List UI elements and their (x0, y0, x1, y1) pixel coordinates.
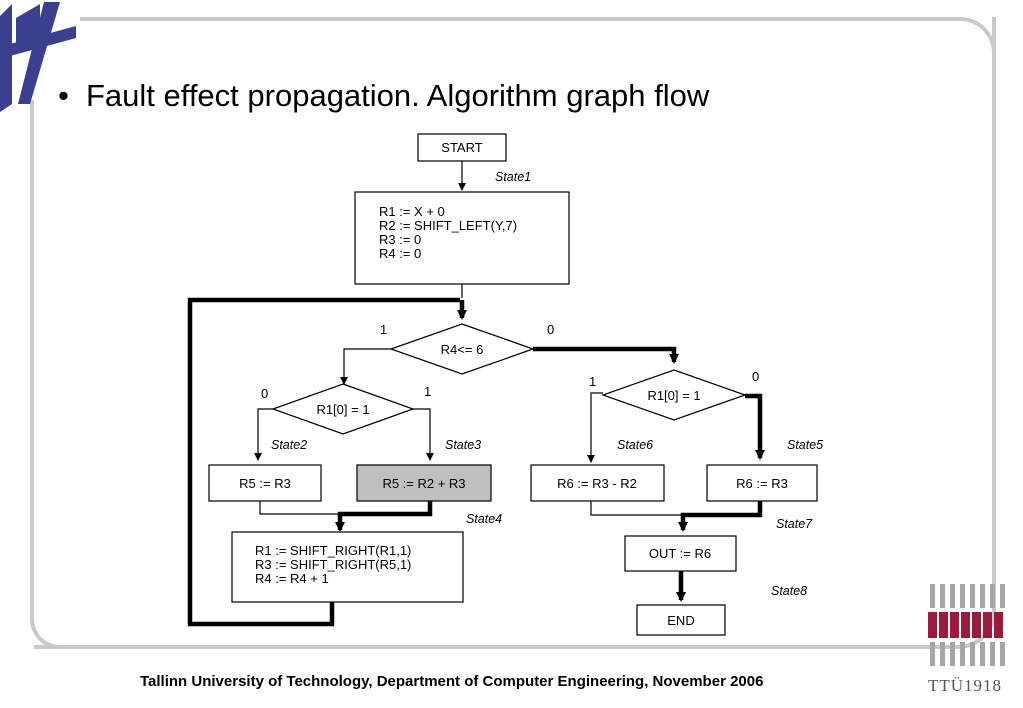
edge-r4-false (533, 346, 679, 364)
branch-right-true: 1 (589, 374, 596, 389)
edge-right-false (745, 393, 765, 460)
branch-right-false: 0 (752, 369, 759, 384)
block1-line-3: R3 := 0 (379, 232, 421, 247)
branch-r4-true: 1 (380, 322, 387, 337)
block4-line-2: R3 := SHIFT_RIGHT(R5,1) (255, 557, 411, 572)
thin-connectors (254, 161, 683, 516)
block1-line-4: R4 := 0 (379, 246, 421, 261)
slide-title: • Fault effect propagation. Algorithm gra… (58, 78, 709, 114)
edge-r5r2r3-block4 (335, 501, 433, 532)
block1-node (354, 191, 570, 285)
university-logo-icon (0, 2, 76, 112)
state4-label: State4 (466, 512, 502, 526)
slide-frame-left (30, 100, 34, 620)
thick-connectors (187, 297, 765, 627)
edge-loop-back (187, 297, 460, 627)
slide-footer: Tallinn University of Technology, Depart… (140, 673, 764, 690)
block1-line-2: R2 := SHIFT_LEFT(Y,7) (379, 218, 517, 233)
state2-label: State2 (271, 438, 307, 452)
out-label: OUT := R6 (649, 546, 711, 561)
branch-left-false: 0 (261, 386, 268, 401)
r6-r3-node (706, 464, 818, 502)
end-label: END (667, 613, 694, 628)
state5-label: State5 (787, 438, 823, 452)
r6-r3-r2-label: R6 := R3 - R2 (557, 476, 637, 491)
state1-label: State1 (495, 170, 531, 184)
state3-label: State3 (445, 438, 481, 452)
end-node (636, 604, 726, 636)
slide-frame-bottom-left (30, 600, 80, 649)
branch-r4-false: 0 (547, 322, 554, 337)
r5-r3-node (208, 464, 322, 502)
cond-r4-label: R4<= 6 (441, 342, 484, 357)
slide-title-text: Fault effect propagation. Algorithm grap… (86, 78, 710, 113)
ttu-logo-icon (928, 584, 1005, 666)
edge-r6r3r2-merge (590, 500, 683, 516)
out-node (624, 535, 737, 572)
edge-right-true (587, 392, 603, 463)
r5-r2-r3-node (356, 464, 492, 502)
edge-left-true (413, 408, 434, 461)
block4-line-1: R1 := SHIFT_RIGHT(R1,1) (255, 543, 411, 558)
ttu-logo-text: TTÜ1918 (928, 676, 1003, 695)
edge-left-false (254, 408, 273, 461)
branch-left-true: 1 (424, 384, 431, 399)
slide-frame (34, 17, 996, 649)
edge-r4-true (340, 348, 392, 385)
state6-label: State6 (617, 438, 653, 452)
bullet-icon: • (58, 78, 69, 113)
cond-right-label: R1[0] = 1 (647, 388, 700, 403)
cond-r4-node (389, 323, 535, 375)
cond-left-label: R1[0] = 1 (316, 402, 369, 417)
block1-line-1: R1 := X + 0 (379, 204, 445, 219)
slide-frame-top (80, 17, 960, 21)
r5-r2-r3-label: R5 := R2 + R3 (382, 476, 465, 491)
cond-left-node (271, 383, 415, 435)
state8-label: State8 (771, 584, 807, 598)
block4-line-3: R4 := R4 + 1 (255, 571, 329, 586)
cond-right-node (601, 369, 747, 421)
r5-r3-label: R5 := R3 (239, 476, 291, 491)
block4-node (231, 531, 464, 603)
start-node (417, 133, 507, 162)
r6-r3-label: R6 := R3 (736, 476, 788, 491)
edge-r6r3-out (678, 500, 763, 532)
start-label: START (441, 140, 482, 155)
edge-r5r3-merge (259, 501, 340, 515)
state7-label: State7 (776, 517, 813, 531)
r6-r3-r2-node (530, 464, 665, 502)
